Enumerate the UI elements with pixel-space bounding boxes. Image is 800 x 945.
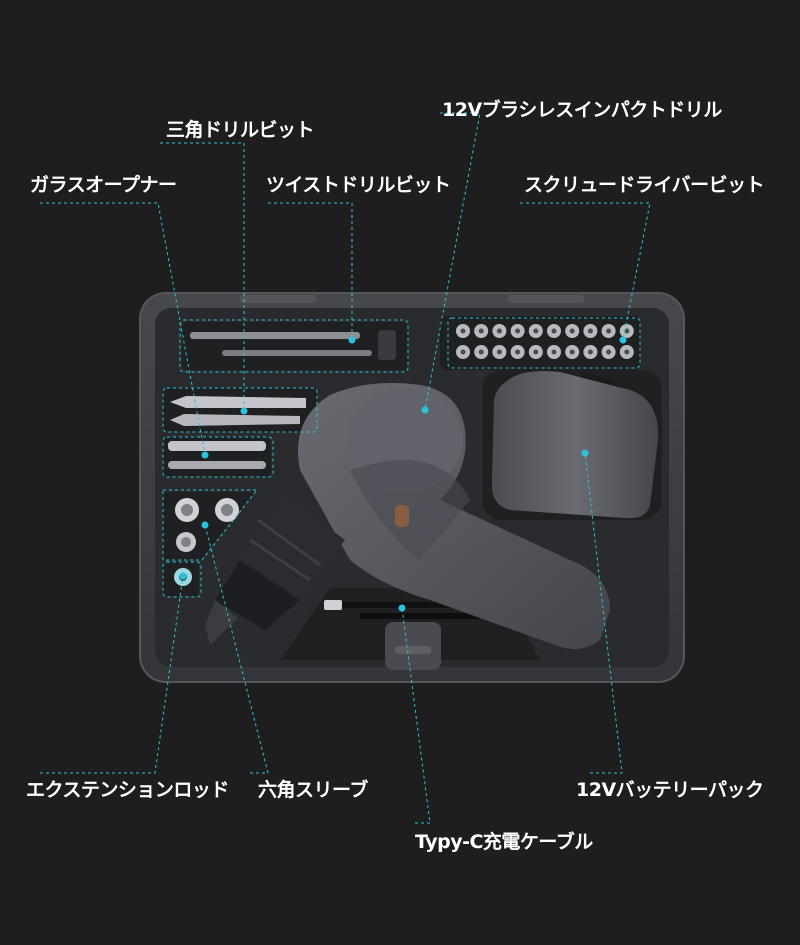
label-extension-rod: エクステンションロッド bbox=[26, 779, 229, 801]
label-twist-drill-bit: ツイストドリルビット bbox=[266, 174, 451, 196]
label-battery-pack: 12Vバッテリーパック bbox=[576, 779, 764, 801]
label-screwdriver-bit: スクリュードライバービット bbox=[524, 174, 765, 196]
screwdriver-bit-tip bbox=[624, 328, 630, 334]
label-charging-cable: Typy-C充電ケーブル bbox=[415, 831, 593, 853]
screwdriver-bit-tray bbox=[440, 316, 640, 370]
impact-drill bbox=[205, 382, 610, 649]
screwdriver-bit-tip bbox=[496, 328, 502, 334]
screwdriver-bit-tip bbox=[624, 349, 630, 355]
screwdriver-bit-tip bbox=[587, 328, 593, 334]
screwdriver-bit-tip bbox=[478, 328, 484, 334]
screwdriver-bit-tip bbox=[569, 328, 575, 334]
screwdriver-bit-tip bbox=[460, 349, 466, 355]
screwdriver-bit-tip bbox=[478, 349, 484, 355]
triangle-drill-bits bbox=[163, 388, 317, 432]
screwdriver-bit-tip bbox=[515, 328, 521, 334]
screwdriver-bit-tip bbox=[606, 328, 612, 334]
screwdriver-bit-tip bbox=[606, 349, 612, 355]
screwdriver-bit-tip bbox=[551, 328, 557, 334]
label-hex-sleeve: 六角スリーブ bbox=[258, 779, 368, 801]
screwdriver-bit-tip bbox=[587, 349, 593, 355]
highlight-boxes bbox=[162, 317, 641, 598]
twist-drill-bit-tray bbox=[182, 322, 408, 370]
screwdriver-bit-tip bbox=[515, 349, 521, 355]
label-impact-drill: 12Vブラシレスインパクトドリル bbox=[442, 99, 722, 121]
screwdriver-bit-tip bbox=[533, 328, 539, 334]
leader-lines bbox=[40, 112, 651, 824]
screwdriver-bit-tip bbox=[569, 349, 575, 355]
glass-opener-tray bbox=[163, 437, 271, 477]
label-triangle-drill-bit: 三角ドリルビット bbox=[166, 119, 315, 141]
screwdriver-bit-tip bbox=[460, 328, 466, 334]
screwdriver-bit-tip bbox=[551, 349, 557, 355]
screwdriver-bit-tip bbox=[533, 349, 539, 355]
hex-sleeve-tray bbox=[163, 492, 255, 596]
label-glass-opener: ガラスオープナー bbox=[30, 174, 177, 196]
screwdriver-bit-tip bbox=[496, 349, 502, 355]
battery-pack bbox=[482, 370, 662, 520]
leader-dots bbox=[179, 336, 627, 612]
